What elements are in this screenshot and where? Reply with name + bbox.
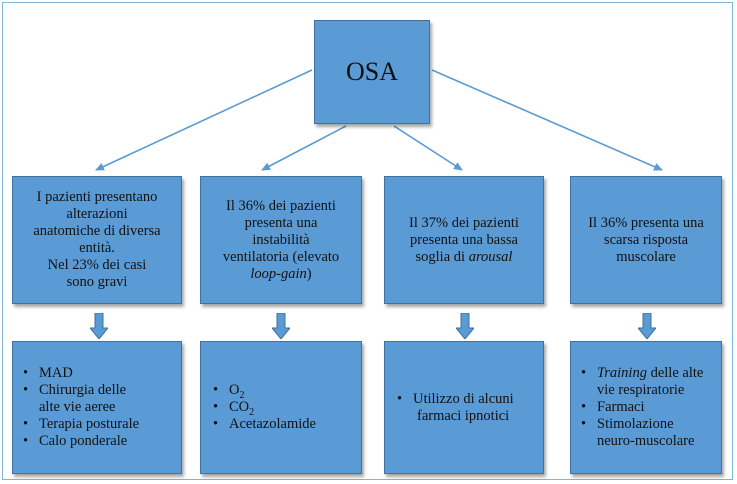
bullet-icon: • (581, 365, 587, 381)
mid-box-anatomy: I pazienti presentano alterazioni anatom… (12, 176, 182, 304)
subscript: 2 (239, 389, 245, 401)
mid-text-line: soglia di arousal (393, 249, 535, 266)
mid-text-line: entità. (79, 240, 115, 256)
bullet-icon: • (213, 382, 219, 398)
item-text: CO (229, 399, 250, 415)
mid-text-line: anatomiche di diversa (33, 223, 161, 239)
mid-text-line: presenta una bassa (410, 231, 518, 248)
item-text: Chirurgia delle (39, 382, 127, 398)
loop-gain-italic: loop-gain (250, 265, 307, 282)
item-text: Farmaci (597, 399, 645, 415)
item-text: Acetazolamide (229, 416, 316, 432)
down-arrow-icon (638, 313, 656, 339)
mid-text-line: instabilità (252, 231, 310, 248)
mid-text-line: ventilatoria (elevato (222, 248, 340, 265)
list-item: • Farmaci (579, 399, 715, 416)
mid-text-line: Il 36% presenta una (588, 214, 704, 231)
item-text-cont: vie respiratorie (597, 382, 685, 398)
mid-text-line: sono gravi (66, 274, 128, 290)
list-item: • Calo ponderale (21, 433, 175, 450)
item-text: delle alte (646, 365, 704, 381)
mid-text-prefix: soglia di (415, 248, 469, 265)
item-text: O (229, 382, 240, 398)
list-item: • Terapia posturale (21, 416, 175, 433)
arousal-italic: arousal (468, 248, 513, 265)
bullet-icon: • (23, 416, 29, 432)
item-text: Stimolazione (597, 416, 674, 432)
bullet-icon: • (397, 390, 403, 407)
item-text-italic: Training (597, 365, 647, 381)
mid-box-muscular: Il 36% presenta una scarsa risposta musc… (570, 176, 722, 304)
mid-text-line: I pazienti presentano (36, 189, 158, 205)
item-text-cont: alte vie aeree (39, 399, 116, 415)
down-arrow-icon (90, 313, 108, 339)
list-item: • CO2 (211, 399, 355, 418)
mid-text-line: scarsa risposta (603, 231, 689, 248)
mid-text-line: alterazioni (66, 206, 128, 222)
down-arrow-icon (272, 313, 290, 339)
mid-text-line: Nel 23% dei casi (47, 257, 147, 273)
osa-label: OSA (345, 57, 398, 86)
osa-box: OSA (314, 20, 430, 124)
bullet-icon: • (213, 399, 219, 415)
item-text: Utilizzo di alcuni (413, 390, 514, 407)
mid-text-line: presenta una (244, 214, 318, 231)
item-text: Terapia posturale (39, 416, 140, 432)
bullet-icon: • (213, 416, 219, 432)
item-text-cont: farmaci ipnotici (417, 407, 510, 424)
item-text: Calo ponderale (39, 433, 128, 449)
treatment-list: • O2 • CO2 •Utilizzo di alcuniAcetazolamid… (211, 382, 355, 433)
bullet-icon: • (23, 382, 29, 398)
bottom-box-ventilatory: • O2 • CO2 •Utilizzo di alcuniAcetazolamid… (200, 341, 362, 474)
mid-text-line: Il 36% dei pazienti (226, 197, 336, 214)
bullet-icon: • (23, 365, 29, 381)
mid-text-line: Il 37% dei pazienti (409, 214, 519, 231)
subscript: 2 (249, 406, 255, 418)
item-text-cont: neuro-muscolare (597, 433, 695, 449)
mid-box-ventilatory: Il 36% dei pazienti presenta una instabi… (200, 176, 362, 304)
bullet-icon: • (581, 416, 587, 432)
bullet-icon: • (23, 433, 29, 449)
paren-close: ) (306, 265, 312, 282)
mid-box-arousal: Il 37% dei pazienti presenta una bassa s… (384, 176, 544, 304)
mid-text-line: loop-gain) (209, 266, 353, 283)
item-text: MAD (39, 365, 73, 381)
mid-text-line: muscolare (616, 248, 676, 265)
list-item: • MAD (21, 365, 175, 382)
down-arrow-icon (456, 313, 474, 339)
list-item: •Utilizzo di alcuniAcetazolamide (211, 416, 355, 433)
list-item: • O2 (211, 382, 355, 401)
bullet-icon: • (581, 399, 587, 415)
